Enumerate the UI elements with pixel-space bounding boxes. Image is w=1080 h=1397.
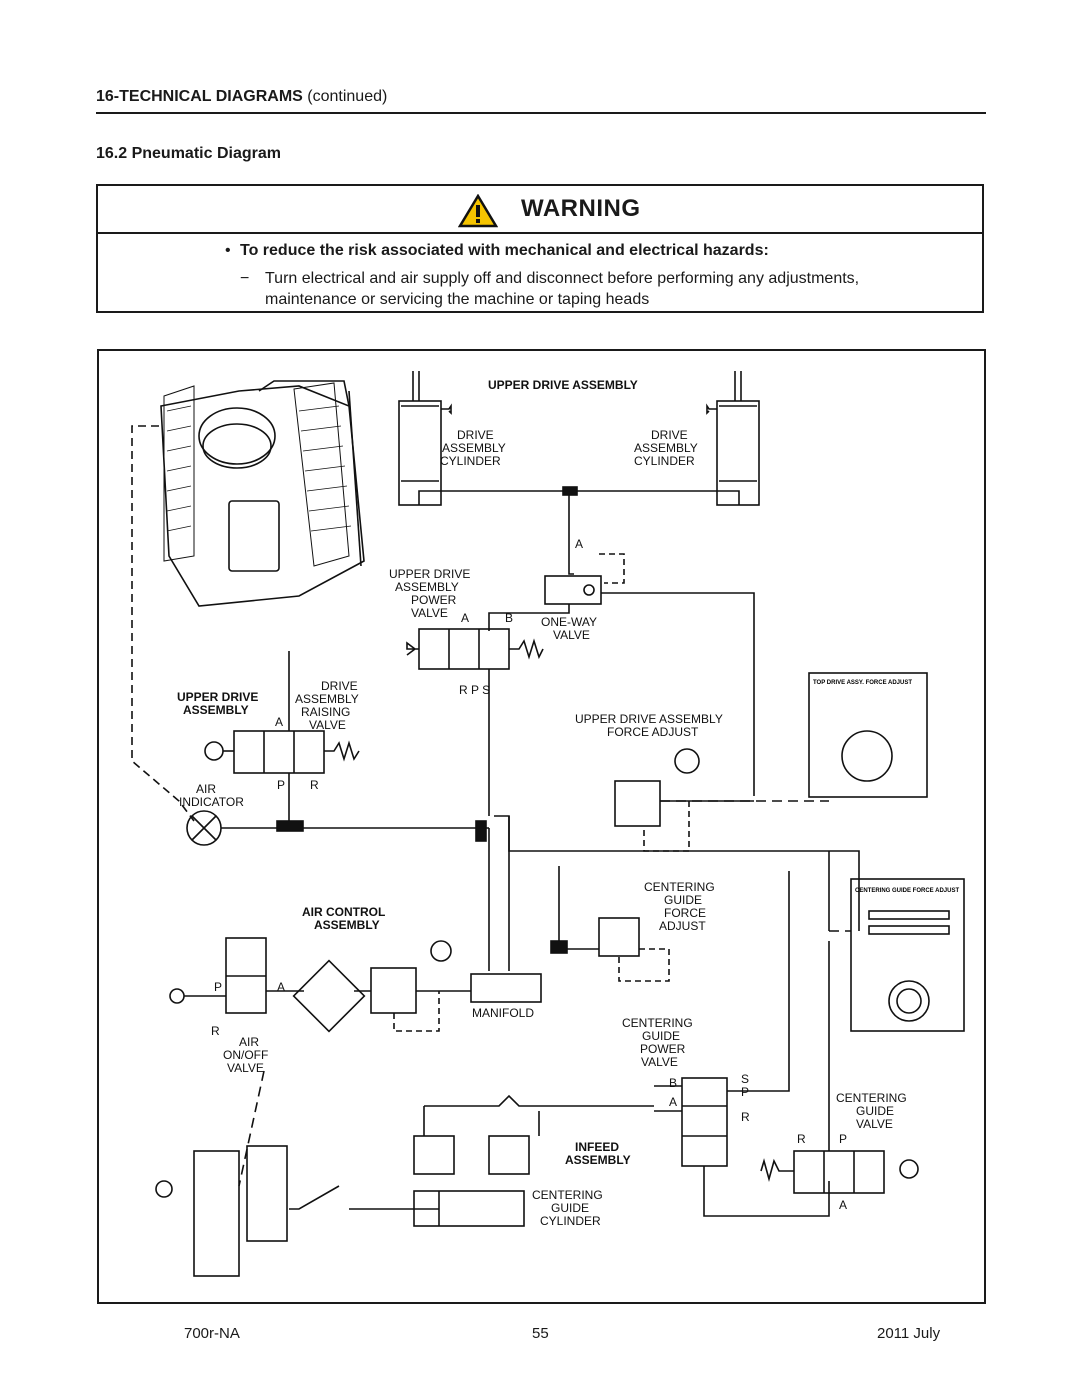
section-continued: (continued) <box>307 88 388 105</box>
svg-text:ASSEMBLY: ASSEMBLY <box>183 703 249 717</box>
footer-model: 700r-NA <box>184 1325 240 1342</box>
svg-text:A: A <box>461 611 469 625</box>
svg-text:VALVE: VALVE <box>227 1061 264 1075</box>
svg-text:CYLINDER: CYLINDER <box>634 454 695 468</box>
svg-text:CENTERING GUIDE FORCE ADJUST: CENTERING GUIDE FORCE ADJUST <box>855 888 959 894</box>
svg-text:CENTERING: CENTERING <box>836 1091 907 1105</box>
svg-text:GUIDE: GUIDE <box>856 1104 894 1118</box>
svg-text:GUIDE: GUIDE <box>551 1201 589 1215</box>
pneumatic-diagram-svg: UPPER DRIVE ASSEMBLY DRIVE ASSEMBLY CYLI… <box>131 371 965 1277</box>
svg-text:RAISING: RAISING <box>301 705 350 719</box>
svg-text:POWER: POWER <box>640 1042 686 1056</box>
upper-drive-assembly-label: UPPER DRIVE ASSEMBLY <box>488 378 638 392</box>
svg-text:VALVE: VALVE <box>553 628 590 642</box>
svg-text:VALVE: VALVE <box>309 718 346 732</box>
svg-text:ADJUST: ADJUST <box>659 919 706 933</box>
svg-text:TOP DRIVE ASSY. FORCE ADJUST: TOP DRIVE ASSY. FORCE ADJUST <box>813 680 912 686</box>
svg-text:A: A <box>275 715 283 729</box>
svg-text:CYLINDER: CYLINDER <box>540 1214 601 1228</box>
footer-page-number: 55 <box>532 1325 549 1342</box>
section-title: 16-TECHNICAL DIAGRAMS <box>96 88 303 105</box>
svg-text:AIR: AIR <box>196 782 216 796</box>
footer-date: 2011 July <box>877 1325 941 1342</box>
svg-text:UPPER DRIVE ASSEMBLY: UPPER DRIVE ASSEMBLY <box>575 712 723 726</box>
svg-text:R: R <box>310 778 319 792</box>
svg-text:VALVE: VALVE <box>411 606 448 620</box>
svg-text:R: R <box>211 1024 220 1038</box>
svg-text:P: P <box>839 1132 847 1146</box>
svg-text:ON/OFF: ON/OFF <box>223 1048 268 1062</box>
svg-text:A: A <box>277 980 285 994</box>
svg-text:DRIVE: DRIVE <box>321 679 358 693</box>
svg-text:A: A <box>575 537 583 551</box>
right-cylinder <box>706 371 760 506</box>
left-cylinder <box>398 371 452 506</box>
svg-text:ASSEMBLY: ASSEMBLY <box>442 441 506 455</box>
svg-text:UPPER DRIVE: UPPER DRIVE <box>389 567 470 581</box>
svg-text:A: A <box>839 1198 847 1212</box>
svg-text:INFEED: INFEED <box>575 1140 619 1154</box>
warning-text-line1: Turn electrical and air supply off and d… <box>265 270 860 287</box>
dash-mark: − <box>240 270 250 287</box>
svg-text:FORCE: FORCE <box>664 906 706 920</box>
svg-text:P: P <box>277 778 285 792</box>
svg-text:AIR CONTROL: AIR CONTROL <box>302 905 385 919</box>
pneumatic-diagram: UPPER DRIVE ASSEMBLY DRIVE ASSEMBLY CYLI… <box>97 349 986 1304</box>
svg-text:P: P <box>214 980 222 994</box>
svg-text:ASSEMBLY: ASSEMBLY <box>565 1153 631 1167</box>
svg-text:CYLINDER: CYLINDER <box>440 454 501 468</box>
subsection-title: 16.2 Pneumatic Diagram <box>96 145 281 162</box>
svg-text:CENTERING: CENTERING <box>622 1016 693 1030</box>
svg-text:VALVE: VALVE <box>641 1055 678 1069</box>
svg-text:A: A <box>669 1095 677 1109</box>
machine-illustration <box>160 380 365 607</box>
svg-text:VALVE: VALVE <box>856 1117 893 1131</box>
svg-text:R: R <box>797 1132 806 1146</box>
svg-text:POWER: POWER <box>411 593 457 607</box>
svg-text:S: S <box>741 1072 749 1086</box>
svg-text:FORCE ADJUST: FORCE ADJUST <box>607 725 699 739</box>
svg-text:ASSEMBLY: ASSEMBLY <box>634 441 698 455</box>
svg-text:P: P <box>741 1085 749 1099</box>
svg-text:CENTERING: CENTERING <box>532 1188 603 1202</box>
svg-text:DRIVE: DRIVE <box>457 428 494 442</box>
svg-text:UPPER DRIVE: UPPER DRIVE <box>177 690 258 704</box>
svg-text:ASSEMBLY: ASSEMBLY <box>395 580 459 594</box>
warning-box: WARNING • To reduce the risk associated … <box>96 184 984 313</box>
bullet-dot: • <box>225 242 231 259</box>
svg-text:R: R <box>741 1110 750 1124</box>
section-header: 16-TECHNICAL DIAGRAMS (continued) <box>96 88 986 114</box>
svg-text:R P S: R P S <box>459 683 490 697</box>
svg-text:ONE-WAY: ONE-WAY <box>541 615 597 629</box>
svg-text:B: B <box>505 611 513 625</box>
svg-text:GUIDE: GUIDE <box>642 1029 680 1043</box>
warning-triangle-icon <box>458 194 498 228</box>
svg-text:CENTERING: CENTERING <box>644 880 715 894</box>
svg-text:INDICATOR: INDICATOR <box>179 795 244 809</box>
warning-bullet: To reduce the risk associated with mecha… <box>240 242 769 259</box>
svg-text:MANIFOLD: MANIFOLD <box>472 1006 534 1020</box>
svg-text:AIR: AIR <box>239 1035 259 1049</box>
warning-title: WARNING <box>521 195 641 222</box>
svg-text:GUIDE: GUIDE <box>664 893 702 907</box>
svg-text:B: B <box>669 1076 677 1090</box>
svg-text:ASSEMBLY: ASSEMBLY <box>295 692 359 706</box>
warning-header: WARNING <box>98 186 982 234</box>
svg-text:DRIVE: DRIVE <box>651 428 688 442</box>
warning-text-line2: maintenance or servicing the machine or … <box>265 291 650 308</box>
svg-text:ASSEMBLY: ASSEMBLY <box>314 918 380 932</box>
